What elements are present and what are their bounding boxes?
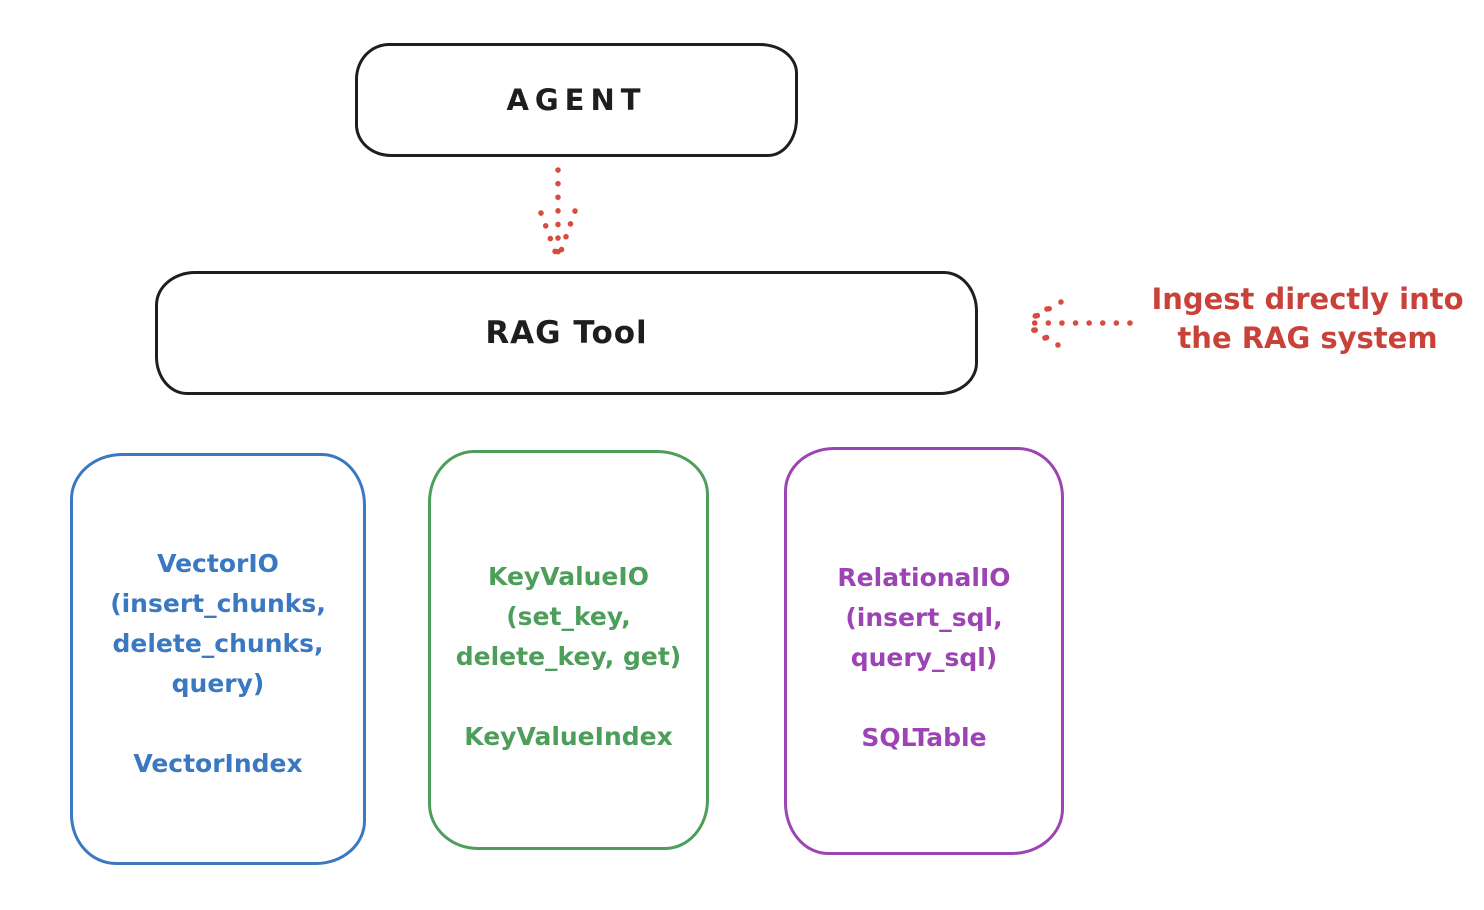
key-value-io-methods: (set_key, <box>506 602 631 631</box>
rag-tool-label: RAG Tool <box>485 315 648 351</box>
node-rag-tool[interactable]: RAG Tool <box>155 271 978 395</box>
ingest-arrow[interactable] <box>1022 299 1133 348</box>
vector-io-methods: query) <box>171 669 265 698</box>
ingest-annotation[interactable]: Ingest directly into the RAG system <box>1140 280 1475 358</box>
sql-table-label: SQLTable <box>861 723 987 752</box>
key-value-index-label: KeyValueIndex <box>464 722 673 751</box>
key-value-io-title: KeyValueIO <box>488 562 649 591</box>
annotation-line: the RAG system <box>1177 321 1438 355</box>
relational-io-methods: (insert_sql, <box>845 603 1003 632</box>
agent-to-rag-tool-arrow[interactable] <box>538 167 578 259</box>
node-relational-io[interactable]: RelationalIO (insert_sql, query_sql) SQL… <box>784 447 1064 855</box>
vector-index-label: VectorIndex <box>133 749 303 778</box>
node-key-value-io[interactable]: KeyValueIO (set_key, delete_key, get) Ke… <box>428 450 709 850</box>
key-value-io-methods: delete_key, get) <box>455 642 682 671</box>
agent-label: AGENT <box>506 83 647 117</box>
node-vector-io[interactable]: VectorIO (insert_chunks, delete_chunks, … <box>70 453 366 865</box>
relational-io-methods: query_sql) <box>850 643 998 672</box>
relational-io-title: RelationalIO <box>837 563 1011 592</box>
node-agent[interactable]: AGENT <box>355 43 798 157</box>
vector-io-title: VectorIO <box>157 549 279 578</box>
vector-io-methods: (insert_chunks, <box>110 589 326 618</box>
annotation-line: Ingest directly into <box>1151 282 1464 316</box>
vector-io-methods: delete_chunks, <box>112 629 324 658</box>
